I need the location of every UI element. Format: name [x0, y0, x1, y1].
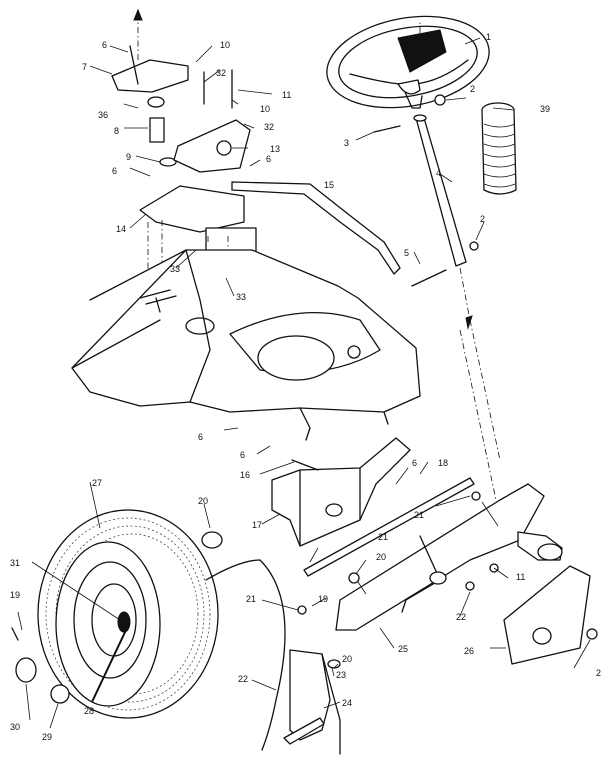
callout-washer-32b: 32 [264, 122, 274, 132]
front-wheel [37, 509, 286, 751]
callout-washer-32a: 32 [216, 68, 226, 78]
callout-cover-39: 39 [540, 104, 550, 114]
callout-nut-11b: 11 [516, 572, 525, 582]
callout-bolt-5: 5 [404, 248, 409, 258]
callout-bushing-20b: 20 [376, 552, 386, 562]
callout-spindle-26: 26 [464, 646, 474, 656]
callout-bushing-20c: 20 [342, 654, 352, 664]
steering-shaft [413, 20, 473, 330]
callout-tie-rod: 18 [438, 458, 448, 468]
bolt-5-part [411, 269, 447, 287]
callout-wheel-27: 27 [92, 478, 102, 488]
callout-bushing-20a: 20 [198, 496, 208, 506]
callout-bolt-bracket: 6 [412, 458, 417, 468]
bushing-20-part [348, 572, 360, 584]
callout-cap-29: 29 [42, 732, 52, 742]
callout-steering-wheel: 1 [486, 32, 491, 42]
callout-nut-wheel: 2 [470, 84, 475, 94]
callout-bolt-right: 6 [266, 154, 271, 164]
bracket-assembly-upper [111, 8, 257, 253]
drag-link-part [231, 181, 401, 275]
steering-wheel [326, 15, 490, 109]
callout-bolt-left: 6 [112, 166, 117, 176]
callout-washer-9: 9 [126, 152, 131, 162]
callout-nut-23: 23 [336, 670, 346, 680]
callout-washer-30: 30 [10, 722, 20, 732]
cover-39 [481, 102, 517, 195]
axle-bracket-part [271, 437, 411, 547]
nut-wheel-part [434, 94, 446, 106]
washer-30-part [15, 657, 37, 683]
washer-21c-part [297, 605, 307, 615]
callout-bracket-14: 14 [116, 224, 126, 234]
callout-bolt-16: 16 [240, 470, 250, 480]
callout-pin-22a: 22 [456, 612, 466, 622]
callout-plate-13: 13 [270, 144, 280, 154]
callout-pin-22b: 22 [238, 674, 248, 684]
pin-22-part [465, 581, 475, 591]
front-axle-part [335, 319, 563, 631]
callout-washer-21a: 21 [414, 510, 424, 520]
tractor-frame [71, 249, 421, 441]
callout-washer-21c: 21 [246, 594, 256, 604]
nut-shaft-part [469, 241, 479, 251]
callout-spindle-24: 24 [342, 698, 352, 708]
callout-valve-31: 31 [10, 558, 20, 568]
callout-bracket-7: 7 [82, 62, 87, 72]
callout-bolt-10b: 10 [260, 104, 270, 114]
callout-bolt-top: 6 [102, 40, 107, 50]
spindle-24-part [283, 649, 341, 755]
callout-bolt-frame: 6 [198, 432, 203, 442]
callout-washer-21b: 21 [378, 532, 388, 542]
callout-nut-shaft: 2 [480, 214, 485, 224]
callout-spacer-36: 36 [98, 110, 108, 120]
callout-steering-shaft: 4 [436, 168, 441, 178]
callout-clip-19a: 19 [10, 590, 20, 600]
screw-3-part [373, 125, 401, 133]
tie-rod-part [303, 477, 475, 577]
callout-bolt-10a: 10 [220, 40, 230, 50]
callout-nut-33b: 33 [236, 292, 246, 302]
callout-screw-3: 3 [344, 138, 349, 148]
callout-bushing-8: 8 [114, 126, 119, 136]
callout-axle-25: 25 [398, 644, 408, 654]
callout-bolt-frame-2: 6 [240, 450, 245, 460]
callout-nut-axle: 2 [596, 668, 601, 678]
callout-clip-19b: 19 [318, 594, 328, 604]
bolt-16-part [291, 459, 319, 471]
callout-drag-link: 15 [324, 180, 334, 190]
clip-19-part [11, 627, 19, 641]
bushing-20-top-part [201, 531, 223, 549]
callout-axle-bracket: 17 [252, 520, 262, 530]
cap-29-part [50, 684, 70, 704]
washer-21-part [471, 491, 481, 501]
callout-nut-33a: 33 [170, 264, 180, 274]
callout-nut-11a: 11 [282, 90, 291, 100]
spindle-26-part [503, 565, 598, 665]
callout-hub-28: 28 [84, 706, 94, 716]
leader-lines [17, 37, 591, 729]
